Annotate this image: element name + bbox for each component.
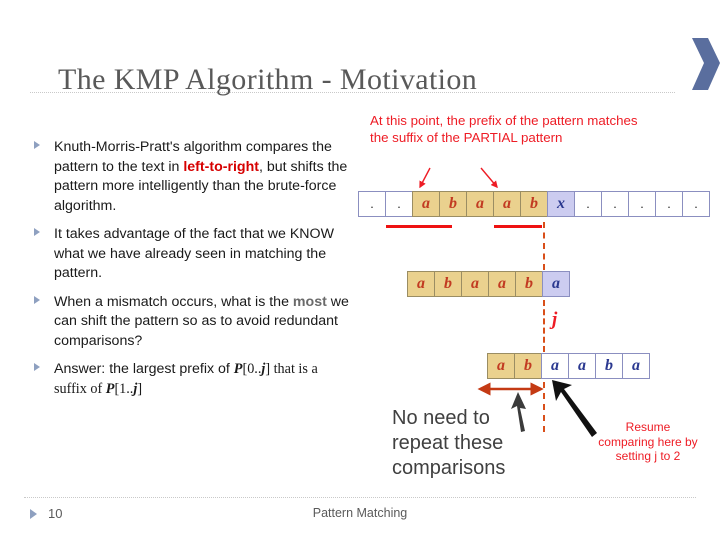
bullet-marker-icon	[34, 363, 40, 371]
table-cell: b	[434, 271, 462, 297]
title-divider	[30, 92, 675, 93]
note-arrow-prefix-icon	[419, 167, 431, 189]
table-cell: a	[542, 271, 570, 297]
bullet-list: Knuth-Morris-Pratt's algorithm compares …	[24, 138, 354, 408]
pattern-row-before: a b a a b a	[407, 271, 570, 297]
table-cell: a	[407, 271, 435, 297]
text-row: . . a b a a b x . . . . .	[358, 191, 710, 217]
bullet-item-advantage: It takes advantage of the fact that we K…	[24, 225, 354, 284]
table-cell: .	[601, 191, 629, 217]
annotation-prefix-suffix: At this point, the prefix of the pattern…	[370, 113, 638, 145]
table-cell: x	[547, 191, 575, 217]
footer-divider	[24, 497, 696, 498]
table-cell: a	[487, 353, 515, 379]
table-cell: a	[466, 191, 494, 217]
table-cell: a	[622, 353, 650, 379]
bullet-text: When a mismatch occurs, what is the most…	[54, 293, 349, 349]
footer-marker-icon	[30, 509, 37, 519]
table-cell: .	[682, 191, 710, 217]
bullet-text: Answer: the largest prefix of P[0..j] th…	[54, 361, 318, 397]
annotation-no-need-repeat: No need to repeat these comparisons	[392, 407, 506, 479]
page-number: 10	[48, 506, 63, 521]
table-cell: b	[439, 191, 467, 217]
page-title: The KMP Algorithm - Motivation	[58, 63, 478, 96]
table-cell: a	[488, 271, 516, 297]
note-arrow-suffix-icon	[480, 167, 498, 189]
table-cell: b	[515, 271, 543, 297]
bullet-item-kmp-compare: Knuth-Morris-Pratt's algorithm compares …	[24, 138, 354, 216]
alignment-dash-lower	[543, 382, 545, 432]
alignment-dash-middle	[543, 300, 545, 352]
suffix-underline	[494, 225, 542, 228]
bullet-item-mismatch: When a mismatch occurs, what is the most…	[24, 293, 354, 352]
table-cell: b	[595, 353, 623, 379]
table-cell: a	[541, 353, 569, 379]
pattern-row-after: a b a a b a	[487, 353, 650, 379]
table-cell: a	[461, 271, 489, 297]
bullet-text: Knuth-Morris-Pratt's algorithm compares …	[54, 139, 348, 214]
emphasis-left-to-right: left-to-right	[183, 158, 259, 175]
bullet-marker-icon	[34, 228, 40, 236]
bullet-item-answer: Answer: the largest prefix of P[0..j] th…	[24, 360, 354, 399]
j-pointer-label: j	[552, 309, 558, 330]
footer-title: Pattern Matching	[312, 506, 408, 520]
table-cell: .	[385, 191, 413, 217]
alignment-dash-upper	[543, 222, 545, 270]
resume-pointer-arrow-icon	[552, 380, 597, 437]
emphasis-most: most	[292, 293, 327, 310]
table-cell: a	[568, 353, 596, 379]
table-cell: .	[358, 191, 386, 217]
bullet-text: It takes advantage of the fact that we K…	[54, 226, 334, 281]
corner-chevron-icon	[686, 36, 720, 92]
table-cell: .	[628, 191, 656, 217]
prefix-underline	[386, 225, 452, 228]
table-cell: a	[412, 191, 440, 217]
table-cell: .	[655, 191, 683, 217]
table-cell: .	[574, 191, 602, 217]
table-cell: a	[493, 191, 521, 217]
bullet-marker-icon	[34, 141, 40, 149]
table-cell: b	[514, 353, 542, 379]
table-cell: b	[520, 191, 548, 217]
annotation-resume-comparing: Resume comparing here by setting j to 2	[598, 420, 698, 463]
bullet-marker-icon	[34, 295, 40, 304]
